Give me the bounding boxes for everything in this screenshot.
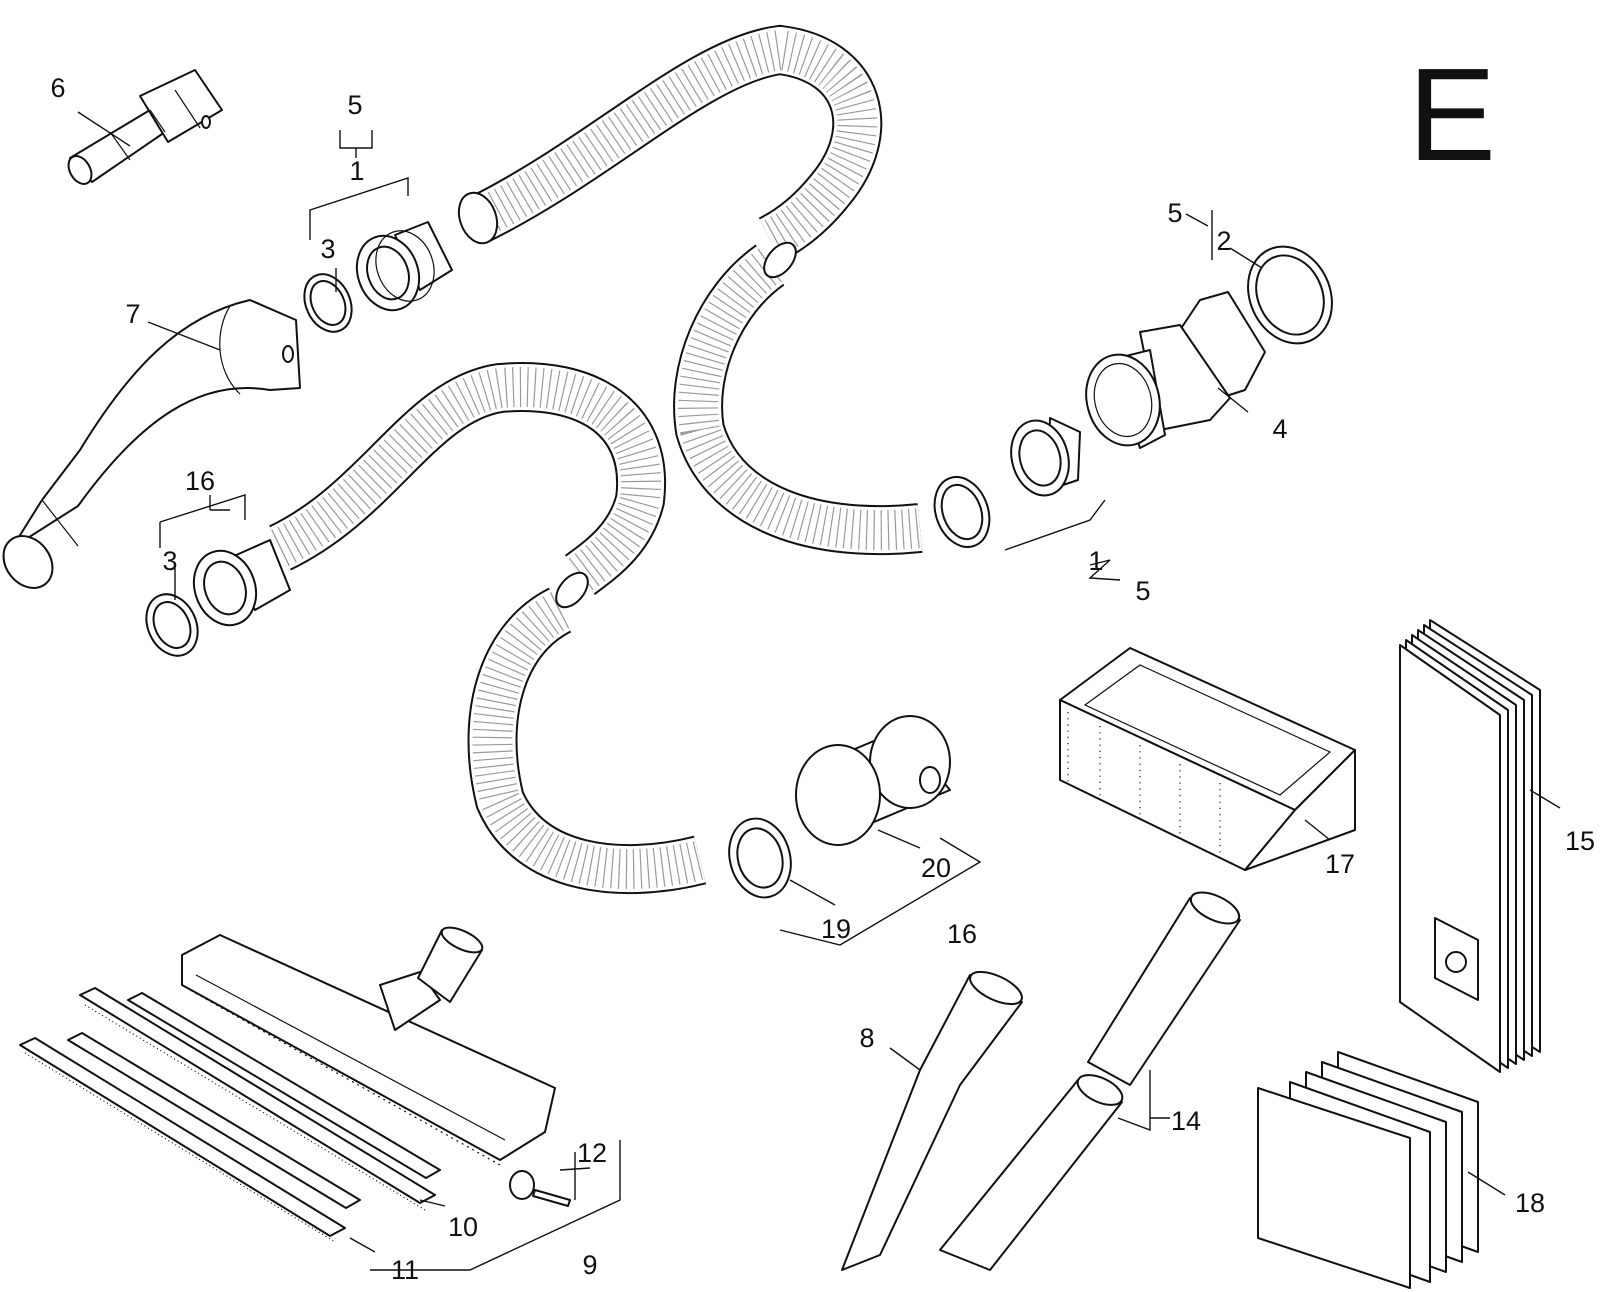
bent-handle-part-7 xyxy=(2,299,301,589)
hose-cuff-part-1-top xyxy=(355,221,453,312)
callout-14: 14 xyxy=(1171,1106,1201,1136)
section-letter: E xyxy=(1408,41,1496,188)
bag-stack-part-18 xyxy=(1257,1051,1479,1289)
clip-ring-mid xyxy=(933,476,991,548)
stepped-adapter-part-6 xyxy=(67,69,223,185)
rubber-strips-part-11 xyxy=(19,1032,361,1243)
roller-part-12 xyxy=(509,1170,571,1207)
callout-7: 7 xyxy=(125,299,140,329)
callout-12: 12 xyxy=(577,1138,607,1168)
callout-6: 6 xyxy=(50,73,65,103)
extension-tubes-part-14 xyxy=(939,891,1241,1271)
sealing-ring-part-2 xyxy=(1247,245,1333,345)
clip-ring-part-3-left xyxy=(145,593,199,657)
callout-3-top: 3 xyxy=(320,234,335,264)
callout-9: 9 xyxy=(582,1250,597,1280)
callout-17: 17 xyxy=(1325,849,1355,879)
callout-2: 2 xyxy=(1216,226,1231,256)
callout-15: 15 xyxy=(1565,826,1595,856)
cylinder-adapter-part-20 xyxy=(795,715,951,846)
brush-strips-part-10 xyxy=(79,987,441,1211)
callout-5-mid: 5 xyxy=(1135,576,1150,606)
callout-labels: 6 5 1 3 7 16 3 5 2 4 1 5 15 17 20 19 16 … xyxy=(50,73,1595,1285)
filter-bags-part-15 xyxy=(1399,619,1541,1073)
callout-16-bottom: 16 xyxy=(947,919,977,949)
callout-3-left: 3 xyxy=(162,546,177,576)
callout-5-right: 5 xyxy=(1167,198,1182,228)
callout-8: 8 xyxy=(859,1023,874,1053)
callout-20: 20 xyxy=(921,853,951,883)
callout-16-left: 16 xyxy=(185,466,215,496)
callout-5-top: 5 xyxy=(347,90,362,120)
hose-sleeve-part-1-mid xyxy=(1010,417,1081,497)
callout-1-top: 1 xyxy=(349,156,364,186)
callout-19: 19 xyxy=(821,914,851,944)
floor-nozzle-part-9 xyxy=(181,926,556,1166)
hose-cuff-part-16-left xyxy=(192,539,291,627)
callout-4: 4 xyxy=(1272,414,1287,444)
callout-18: 18 xyxy=(1515,1188,1545,1218)
clip-ring-part-3-top xyxy=(303,273,353,333)
flat-pleated-filter-part-17 xyxy=(1059,647,1356,871)
suction-hose-upper xyxy=(457,24,923,556)
clip-ring-part-19 xyxy=(728,817,792,899)
callout-11: 11 xyxy=(391,1255,419,1285)
callout-1-mid: 1 xyxy=(1088,546,1103,576)
connection-sleeve-part-4 xyxy=(1085,291,1266,449)
leader-lines xyxy=(77,111,1561,1271)
callout-10: 10 xyxy=(448,1212,478,1242)
suction-hose-lower xyxy=(268,362,707,895)
